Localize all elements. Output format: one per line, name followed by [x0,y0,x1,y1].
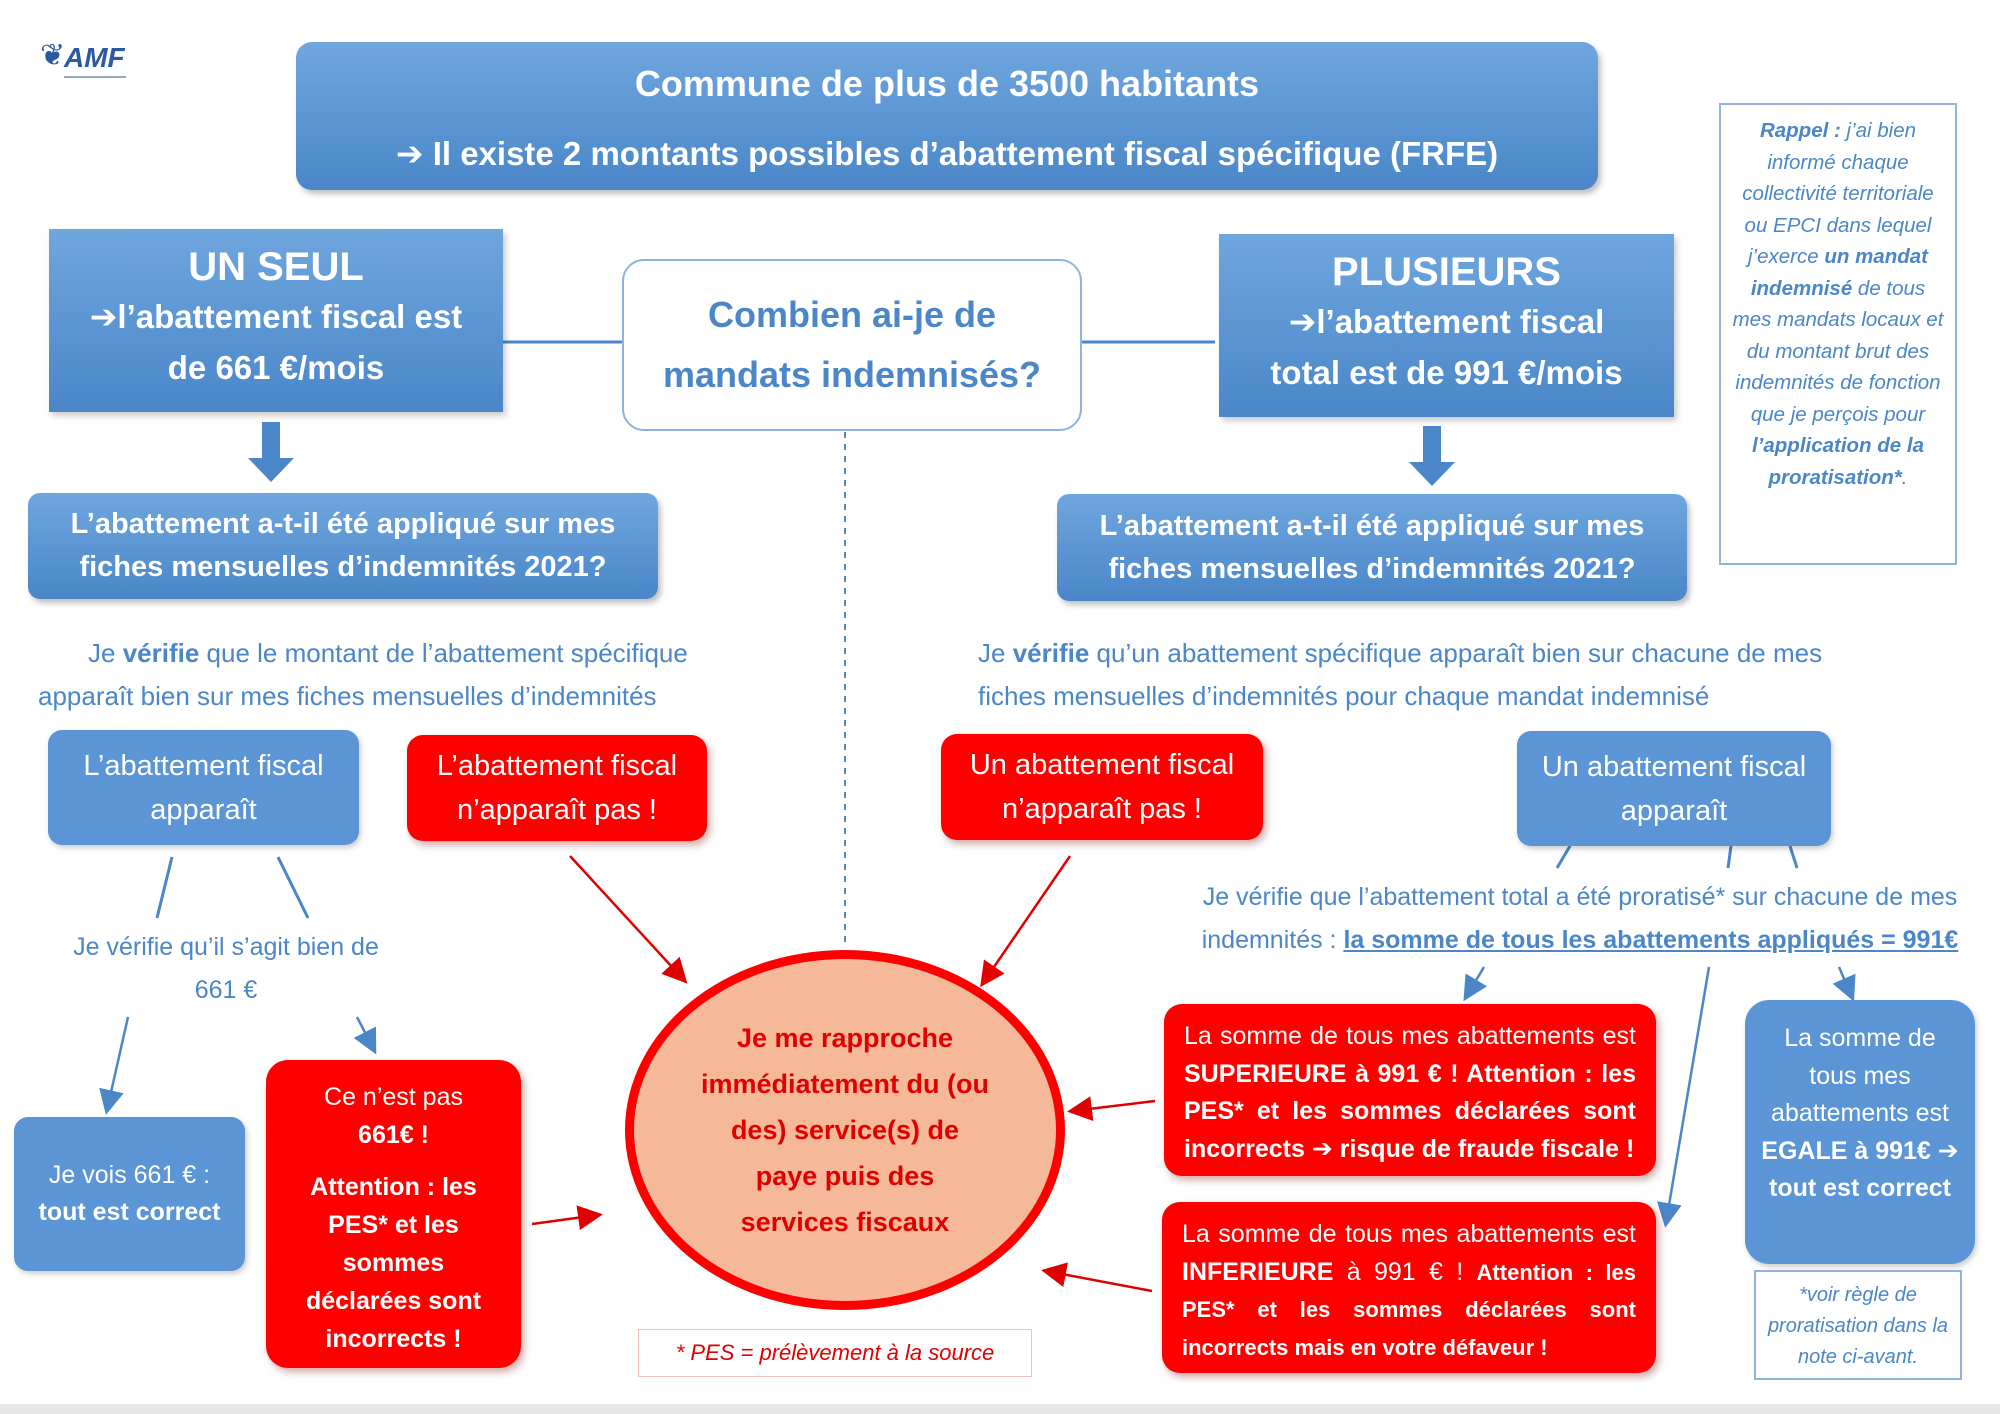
right-egal-pre: La somme de tous mes abattements est [1771,1024,1949,1127]
right-applied-question-text: L’abattement a-t-il été appliqué sur mes… [1099,509,1645,585]
left-appears-text: L’abattement fiscal apparaît [83,749,324,826]
left-applied-question: L’abattement a-t-il été appliqué sur mes… [28,493,658,599]
rappel-bold-2: l’application de la proratisation* [1751,434,1924,489]
right-verify-post: qu’un abattement spécifique apparaît bie… [978,638,1823,711]
logo-underline [64,76,126,84]
logo-text: AMF [64,42,125,73]
arrow-right-icon: ➔ [395,135,424,172]
pes-note-text: * PES = prélèvement à la source [675,1340,995,1365]
logo-figure-icon: ❦ [40,39,66,72]
right-verify-bold: vérifie [1012,638,1090,668]
header-title: Commune de plus de 3500 habitants [634,63,1260,104]
right-superieure-box: La somme de tous mes abattements est SUP… [1164,1004,1656,1176]
down-arrow-right [1409,426,1455,486]
right-verify-text: Je vérifie qu’un abattement spécifique a… [978,632,1858,718]
right-line1-row: ➔l’abattement fiscal [1219,296,1674,348]
left-wrong-bold1: 661€ ! [358,1121,429,1149]
question-box: Combien ai-je de mandats indemnisés? [622,259,1082,431]
left-ok-box: Je vois 661 € : tout est correct [14,1117,245,1271]
center-circle: Je me rapproche immédiatement du (ou des… [625,950,1065,1310]
right-inf-pre: La somme de tous mes abattements est [1182,1220,1636,1248]
left-applied-question-text: L’abattement a-t-il été appliqué sur mes… [70,508,616,583]
left-verify-pre: Je [88,638,123,668]
rappel-text-2: de tous mes mandats locaux et du montant… [1732,276,1944,426]
pes-note-box: * PES = prélèvement à la source [638,1329,1032,1377]
rappel-text-3: . [1901,465,1908,489]
left-wrong-pre: Ce n’est pas [324,1083,463,1111]
right-prorata-text: Je vérifie que l’abattement total a été … [1160,876,2000,962]
right-inf-bold: INFERIEURE [1182,1257,1334,1286]
down-arrow-left [248,422,294,482]
right-not-appears-box: Un abattement fiscal n’apparaît pas ! [941,734,1263,840]
left-ok-bold: tout est correct [38,1198,221,1226]
left-appears-box: L’abattement fiscal apparaît [48,730,359,845]
rappel-bold-1: un mandat indemnisé [1750,245,1928,300]
left-not-appears-box: L’abattement fiscal n’apparaît pas ! [407,735,707,841]
left-verify-text: Je vérifie que le montant de l’abattemen… [38,632,718,718]
header-subtitle: Il existe 2 montants possibles d’abattem… [432,135,1499,172]
right-not-appears-text: Un abattement fiscal n’apparaît pas ! [969,749,1235,825]
right-inf-bold2: Attention : les PES* et les sommes décla… [1182,1259,1636,1360]
left-un-seul-box: UN SEUL ➔l’abattement fiscal est de 661 … [49,229,503,412]
footnote-box: *voir règle de proratisation dans la not… [1754,1270,1962,1380]
right-line2: total est de 991 €/mois [1270,354,1623,391]
left-line2: de 661 €/mois [167,349,385,386]
right-appears-box: Un abattement fiscal apparaît [1517,731,1831,846]
arrow-right-icon: ➔ [1288,303,1317,340]
right-inferieure-box: La somme de tous mes abattements est INF… [1162,1202,1656,1373]
right-sup-bold: SUPERIEURE à 991 € ! Attention : les PES… [1184,1059,1636,1163]
amf-logo: ❦ AMF [38,34,130,86]
left-ok-pre: Je vois 661 € : [48,1161,211,1189]
right-line1: l’abattement fiscal [1316,303,1605,340]
rappel-box: Rappel : j’ai bien informé chaque collec… [1719,103,1957,565]
right-plusieurs-box: PLUSIEURS ➔l’abattement fiscal total est… [1219,234,1674,417]
right-verify-pre: Je [978,638,1013,668]
header-subtitle-line: ➔ Il existe 2 montants possibles d’abatt… [296,132,1598,176]
right-egale-box: La somme de tous mes abattements est EGA… [1745,1000,1975,1264]
question-text: Combien ai-je de mandats indemnisés? [662,294,1042,395]
right-appears-text: Un abattement fiscal apparaît [1541,750,1807,827]
right-prorata-plain: Je vérifie que l’abattement total a été … [1201,883,1958,954]
left-line1: l’abattement fiscal est [117,298,463,335]
left-title: UN SEUL [188,245,364,289]
left-line1-row: ➔l’abattement fiscal est [49,291,503,343]
left-wrong-box: Ce n’est pas 661€ ! Attention : les PES*… [266,1060,521,1368]
right-sup-pre: La somme de tous mes abattements est [1184,1022,1636,1050]
right-egal-bold: EGALE à 991€ ➔ tout est correct [1761,1136,1959,1203]
left-wrong-bold2: Attention : les PES* et les sommes décla… [305,1173,482,1353]
arrow-right-icon: ➔ [89,298,118,335]
footnote-text: *voir règle de proratisation dans la not… [1767,1284,1949,1368]
center-circle-text: Je me rapproche immédiatement du (ou des… [700,1023,990,1237]
rappel-text-1: j’ai bien informé chaque collectivité te… [1742,119,1934,268]
right-inf-mid: à 991 € ! [1333,1257,1477,1286]
rappel-label: Rappel : [1759,119,1841,142]
left-check-661: Je vérifie qu’il s’agit bien de 661 € [56,926,396,1012]
right-applied-question: L’abattement a-t-il été appliqué sur mes… [1057,494,1687,601]
left-check-661-text: Je vérifie qu’il s’agit bien de 661 € [73,933,379,1004]
right-title: PLUSIEURS [1332,250,1561,294]
right-prorata-underlined: la somme de tous les abattements appliqu… [1343,926,1959,954]
header-banner: Commune de plus de 3500 habitants ➔ Il e… [296,42,1598,190]
bottom-divider [0,1404,2000,1414]
left-verify-bold: vérifie [122,638,200,668]
left-not-appears-text: L’abattement fiscal n’apparaît pas ! [436,750,678,826]
left-verify-post: que le montant de l’abattement spécifiqu… [38,638,688,711]
